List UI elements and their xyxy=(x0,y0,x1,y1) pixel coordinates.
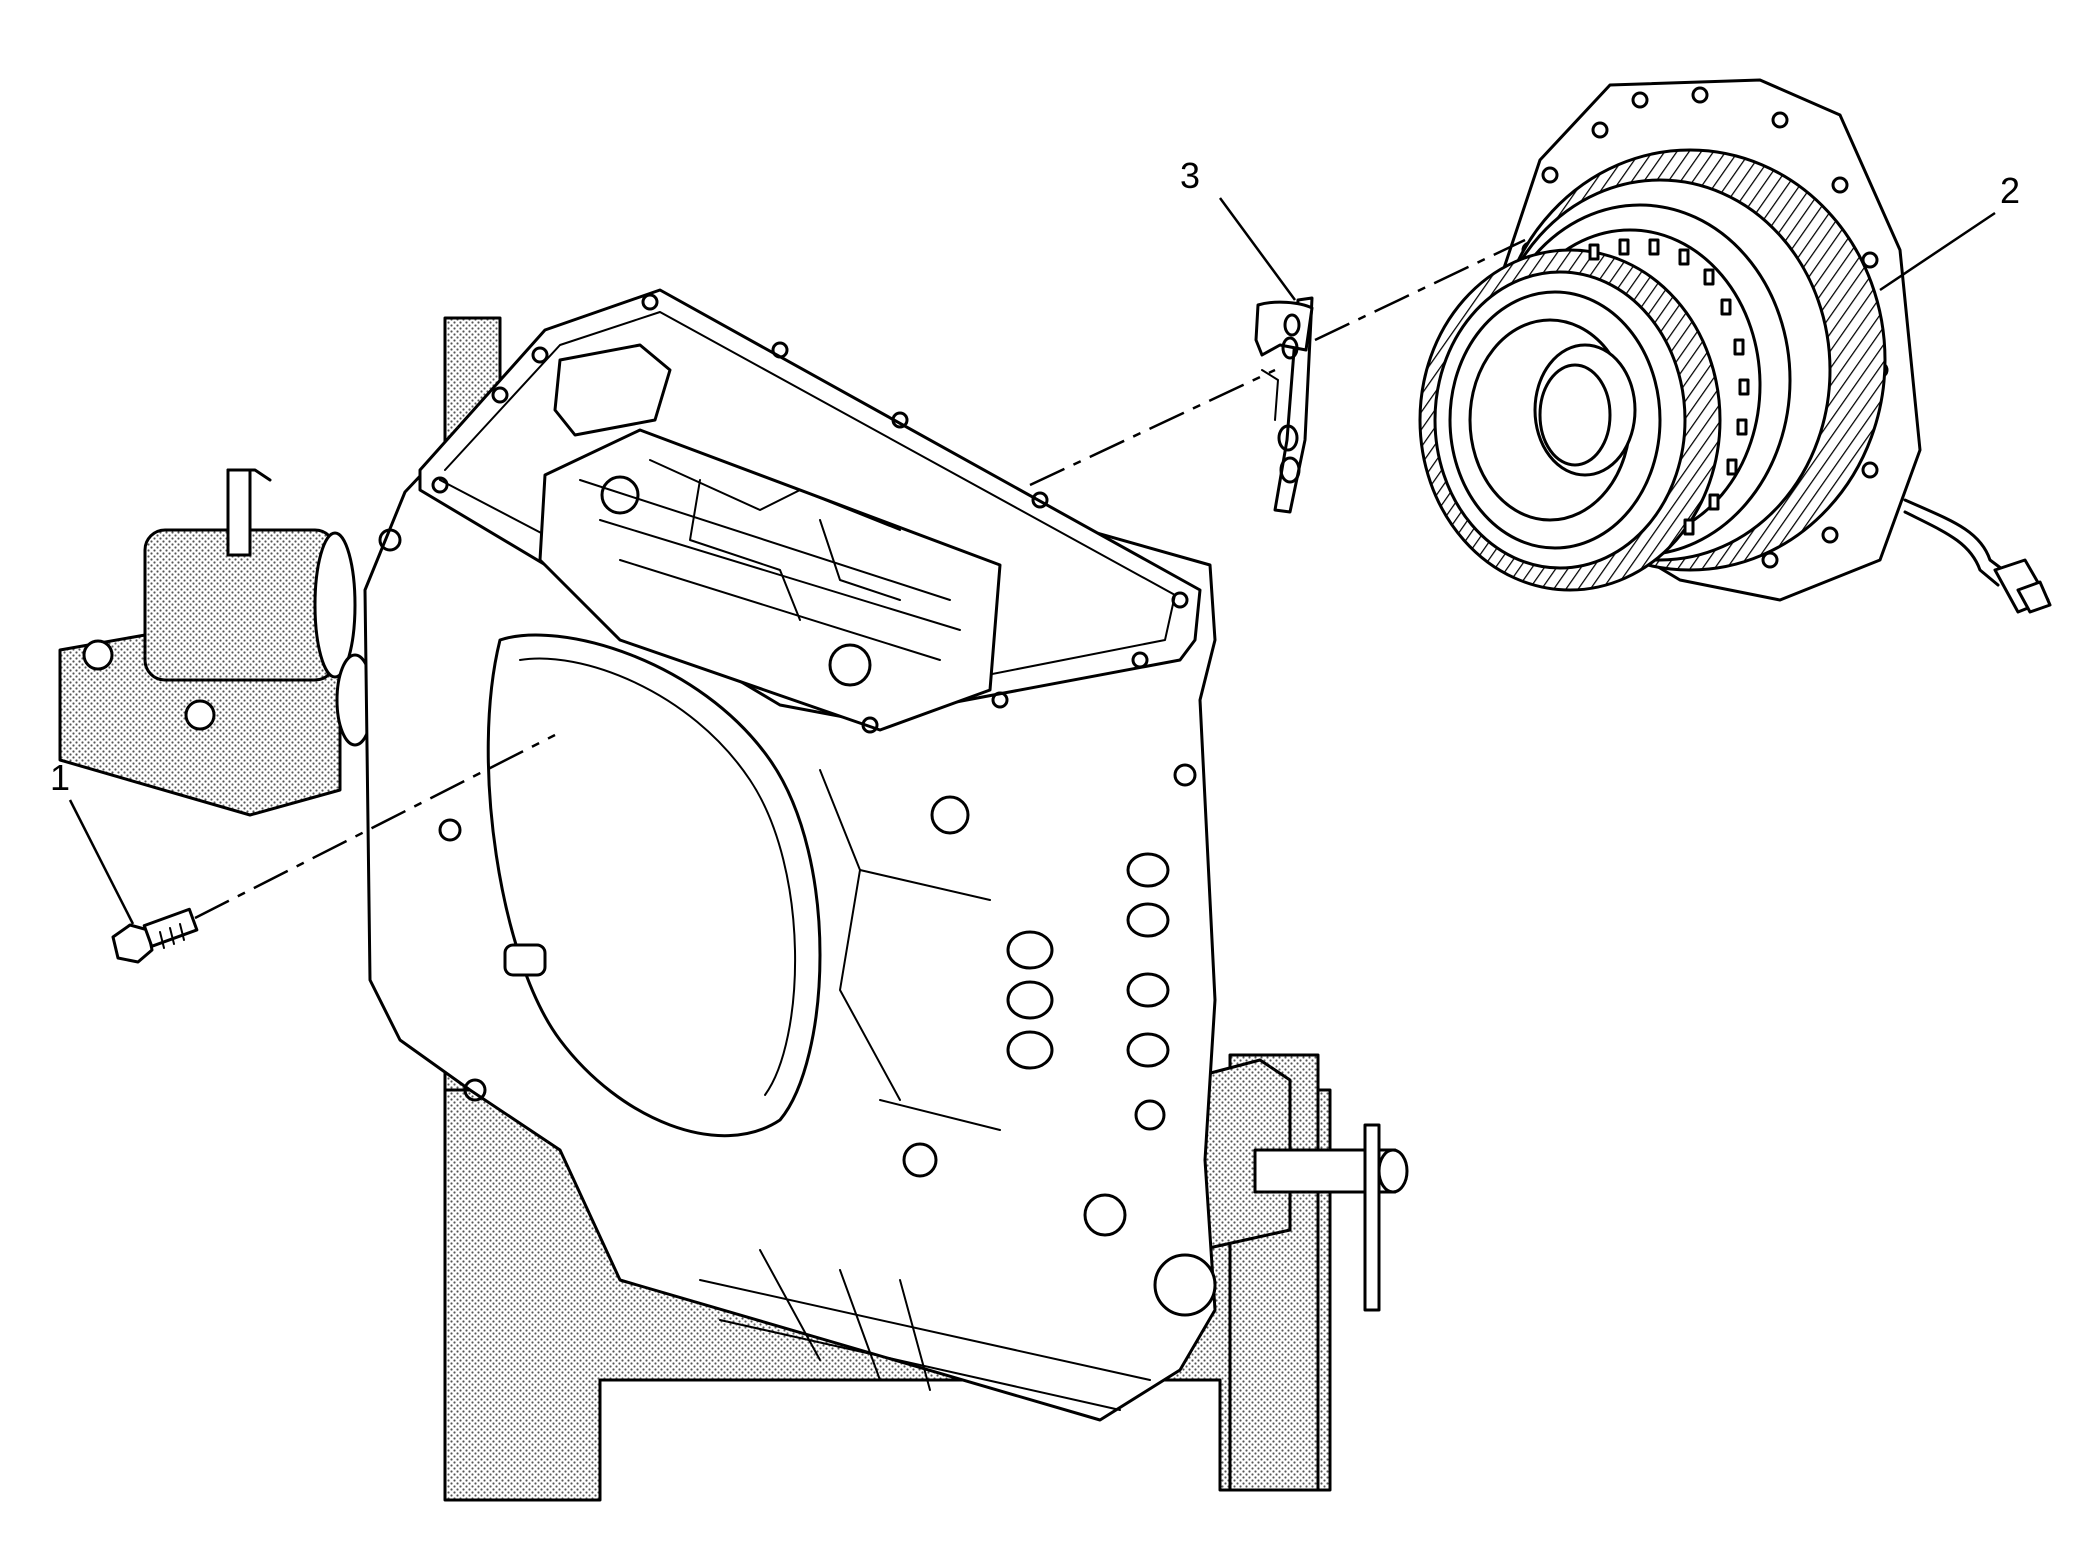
callout-3: 3 xyxy=(1180,155,1200,196)
callout-2: 2 xyxy=(2000,170,2020,211)
transmission-case xyxy=(363,288,1217,1422)
seal-gasket-icon xyxy=(1254,296,1314,514)
callout-leaders xyxy=(68,197,1996,925)
case-ports xyxy=(902,763,1217,1317)
drum-windows xyxy=(1588,238,1750,536)
pan-bolt-holes xyxy=(431,293,1189,734)
gear-assembly-icon xyxy=(1418,78,2052,614)
bolt-icon xyxy=(111,907,199,964)
alignment-lines xyxy=(194,238,1526,920)
callout-1: 1 xyxy=(50,757,70,798)
